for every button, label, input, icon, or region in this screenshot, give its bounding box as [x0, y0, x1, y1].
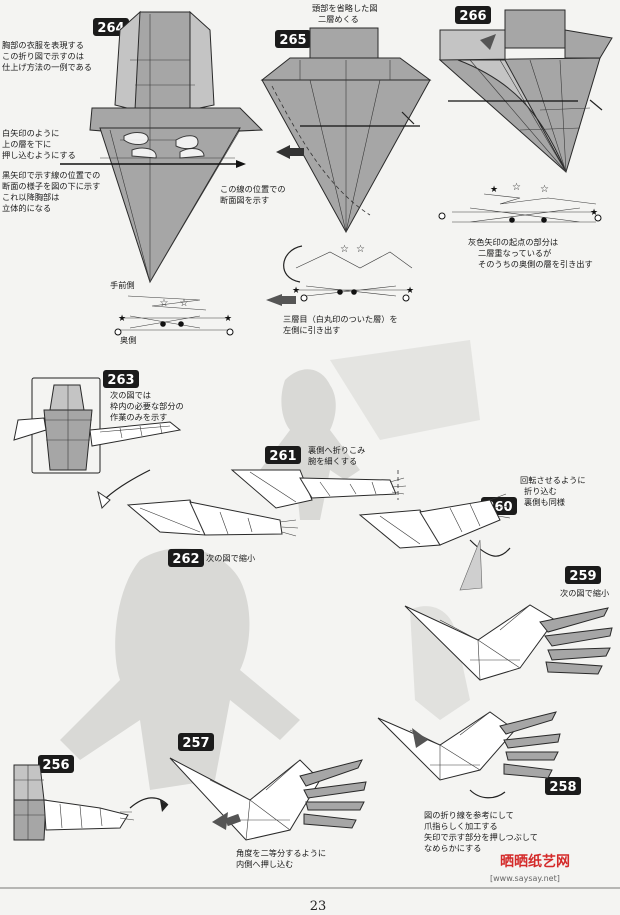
step-badge: [38, 755, 74, 773]
diagram-256-figure: [13, 764, 169, 841]
step-256: 256: [13, 755, 169, 841]
step-badge: [178, 733, 214, 751]
star-mark: ★: [490, 185, 498, 195]
step-badge: [275, 30, 311, 48]
star-mark: ☆: [540, 184, 549, 195]
step-259: 259 次の図で縮小: [404, 539, 613, 681]
step-257: 257 角度を二等分するように 内側へ押し込む: [169, 733, 367, 869]
step-number: 257: [182, 736, 209, 751]
diagram-258-figure: [377, 711, 561, 799]
diagram-264-figure: [60, 10, 264, 284]
step-number: 256: [42, 758, 69, 773]
star-mark: ★: [292, 286, 300, 296]
step-258-note-1: 図の折り線を参考にして 爪指らしく加工する 矢印で示す部分を押しつぶして なめら…: [424, 810, 541, 853]
star-mark: ☆: [180, 298, 189, 309]
step-263-note-1: 次の図では 枠内の必要な部分の 作業のみを示す: [110, 390, 186, 422]
step-264: 264 胸部の衣服を表現する この折り図で示すのは 仕上げ方法の一例である 白矢…: [2, 10, 264, 345]
step-265-note-3: 三層目（白丸印のついた層）を 左側に引き出す: [283, 314, 400, 335]
watermark-brand: 晒晒纸艺网: [500, 853, 570, 870]
step-badge: [168, 549, 204, 567]
diagram-266-figure: [438, 9, 613, 173]
page-number: 23: [310, 899, 327, 914]
step-number: 264: [97, 21, 124, 36]
step-number: 258: [549, 780, 576, 795]
step-265: 265 頭部を省略した図 二層めくる この線の位置での 断面図を示す ☆ ☆ ★: [220, 3, 432, 335]
step-261: 261 裏側へ折りこみ 腕を細くする: [230, 445, 407, 509]
watermark-url: [www.saysay.net]: [490, 874, 560, 883]
step-260-note-1: 回転させるように 折り込む 裏側も同様: [520, 475, 588, 507]
diagram-263-figure: [13, 377, 182, 474]
star-mark: ☆: [512, 182, 521, 193]
step-257-note-1: 角度を二等分するように 内側へ押し込む: [236, 848, 329, 869]
star-mark: ★: [118, 314, 126, 324]
step-266: 266 ☆ ☆ ★ ★ 灰色矢印の起点の部分は 二層重なっているが: [438, 6, 613, 269]
star-mark: ★: [406, 286, 414, 296]
step-265-note-2: この線の位置での 断面図を示す: [220, 184, 288, 205]
cross-section-266: ☆ ☆ ★ ★: [438, 182, 602, 223]
diagram-265-figure: [260, 27, 432, 234]
step-number: 262: [172, 552, 199, 567]
diagram-260-figure: [358, 493, 511, 557]
step-number: 266: [459, 9, 486, 24]
step-number: 259: [569, 569, 596, 584]
step-264-note-1: 胸部の衣服を表現する この折り図で示すのは 仕上げ方法の一例である: [2, 40, 92, 72]
back-side-label: 奥側: [120, 335, 136, 345]
star-mark: ☆: [356, 244, 365, 255]
step-264-note-3: 黒矢印で示す線の位置での 断面の様子を図の下に示す これ以降胸部は 立体的になる: [2, 170, 103, 213]
step-number: 263: [107, 373, 134, 388]
cross-section-265: ☆ ☆ ★ ★: [266, 244, 414, 306]
front-side-label: 手前側: [110, 280, 135, 290]
diagram-261-figure: [230, 469, 407, 509]
diagram-257-figure: [169, 757, 367, 841]
step-number: 261: [269, 449, 296, 464]
step-259-note-1: 次の図で縮小: [560, 588, 609, 598]
step-badge: [265, 446, 301, 464]
step-badge: [565, 566, 601, 584]
step-265-note-1: 頭部を省略した図 二層めくる: [312, 3, 380, 24]
step-badge: [103, 370, 139, 388]
background-ghost-figures: [60, 340, 480, 790]
diagram-262-figure: [126, 499, 299, 537]
step-261-note-1: 裏側へ折りこみ 腕を細くする: [308, 445, 368, 466]
step-badge: [455, 6, 491, 24]
step-264-note-2: 白矢印のように 上の層を下に 押し込むようにする: [2, 128, 76, 160]
cross-section-264: 手前側 ☆ ☆ ★ ★ 奥側: [110, 280, 234, 345]
flow-arrow: [97, 490, 111, 509]
star-mark: ★: [590, 208, 598, 218]
step-262-note-1: 次の図で縮小: [206, 553, 255, 563]
step-260: 260 回転させるように 折り込む 裏側も同様: [358, 475, 588, 557]
step-number: 265: [279, 33, 306, 48]
star-mark: ☆: [160, 298, 169, 309]
step-258: 258 図の折り線を参考にして 爪指らしく加工する 矢印で示す部分を押しつぶして…: [377, 711, 581, 853]
site-watermark: 晒晒纸艺网 [www.saysay.net]: [490, 853, 570, 883]
star-mark: ☆: [340, 244, 349, 255]
step-badge: [545, 777, 581, 795]
step-266-note-1: 灰色矢印の起点の部分は 二層重なっているが そのうちの奥側の層を引き出す: [468, 237, 593, 269]
star-mark: ★: [224, 314, 232, 324]
step-262: 262 次の図で縮小: [126, 499, 299, 567]
step-263: 263 次の図では 枠内の必要な部分の 作業のみを示す: [13, 370, 186, 509]
diagram-259-figure: [404, 539, 613, 681]
